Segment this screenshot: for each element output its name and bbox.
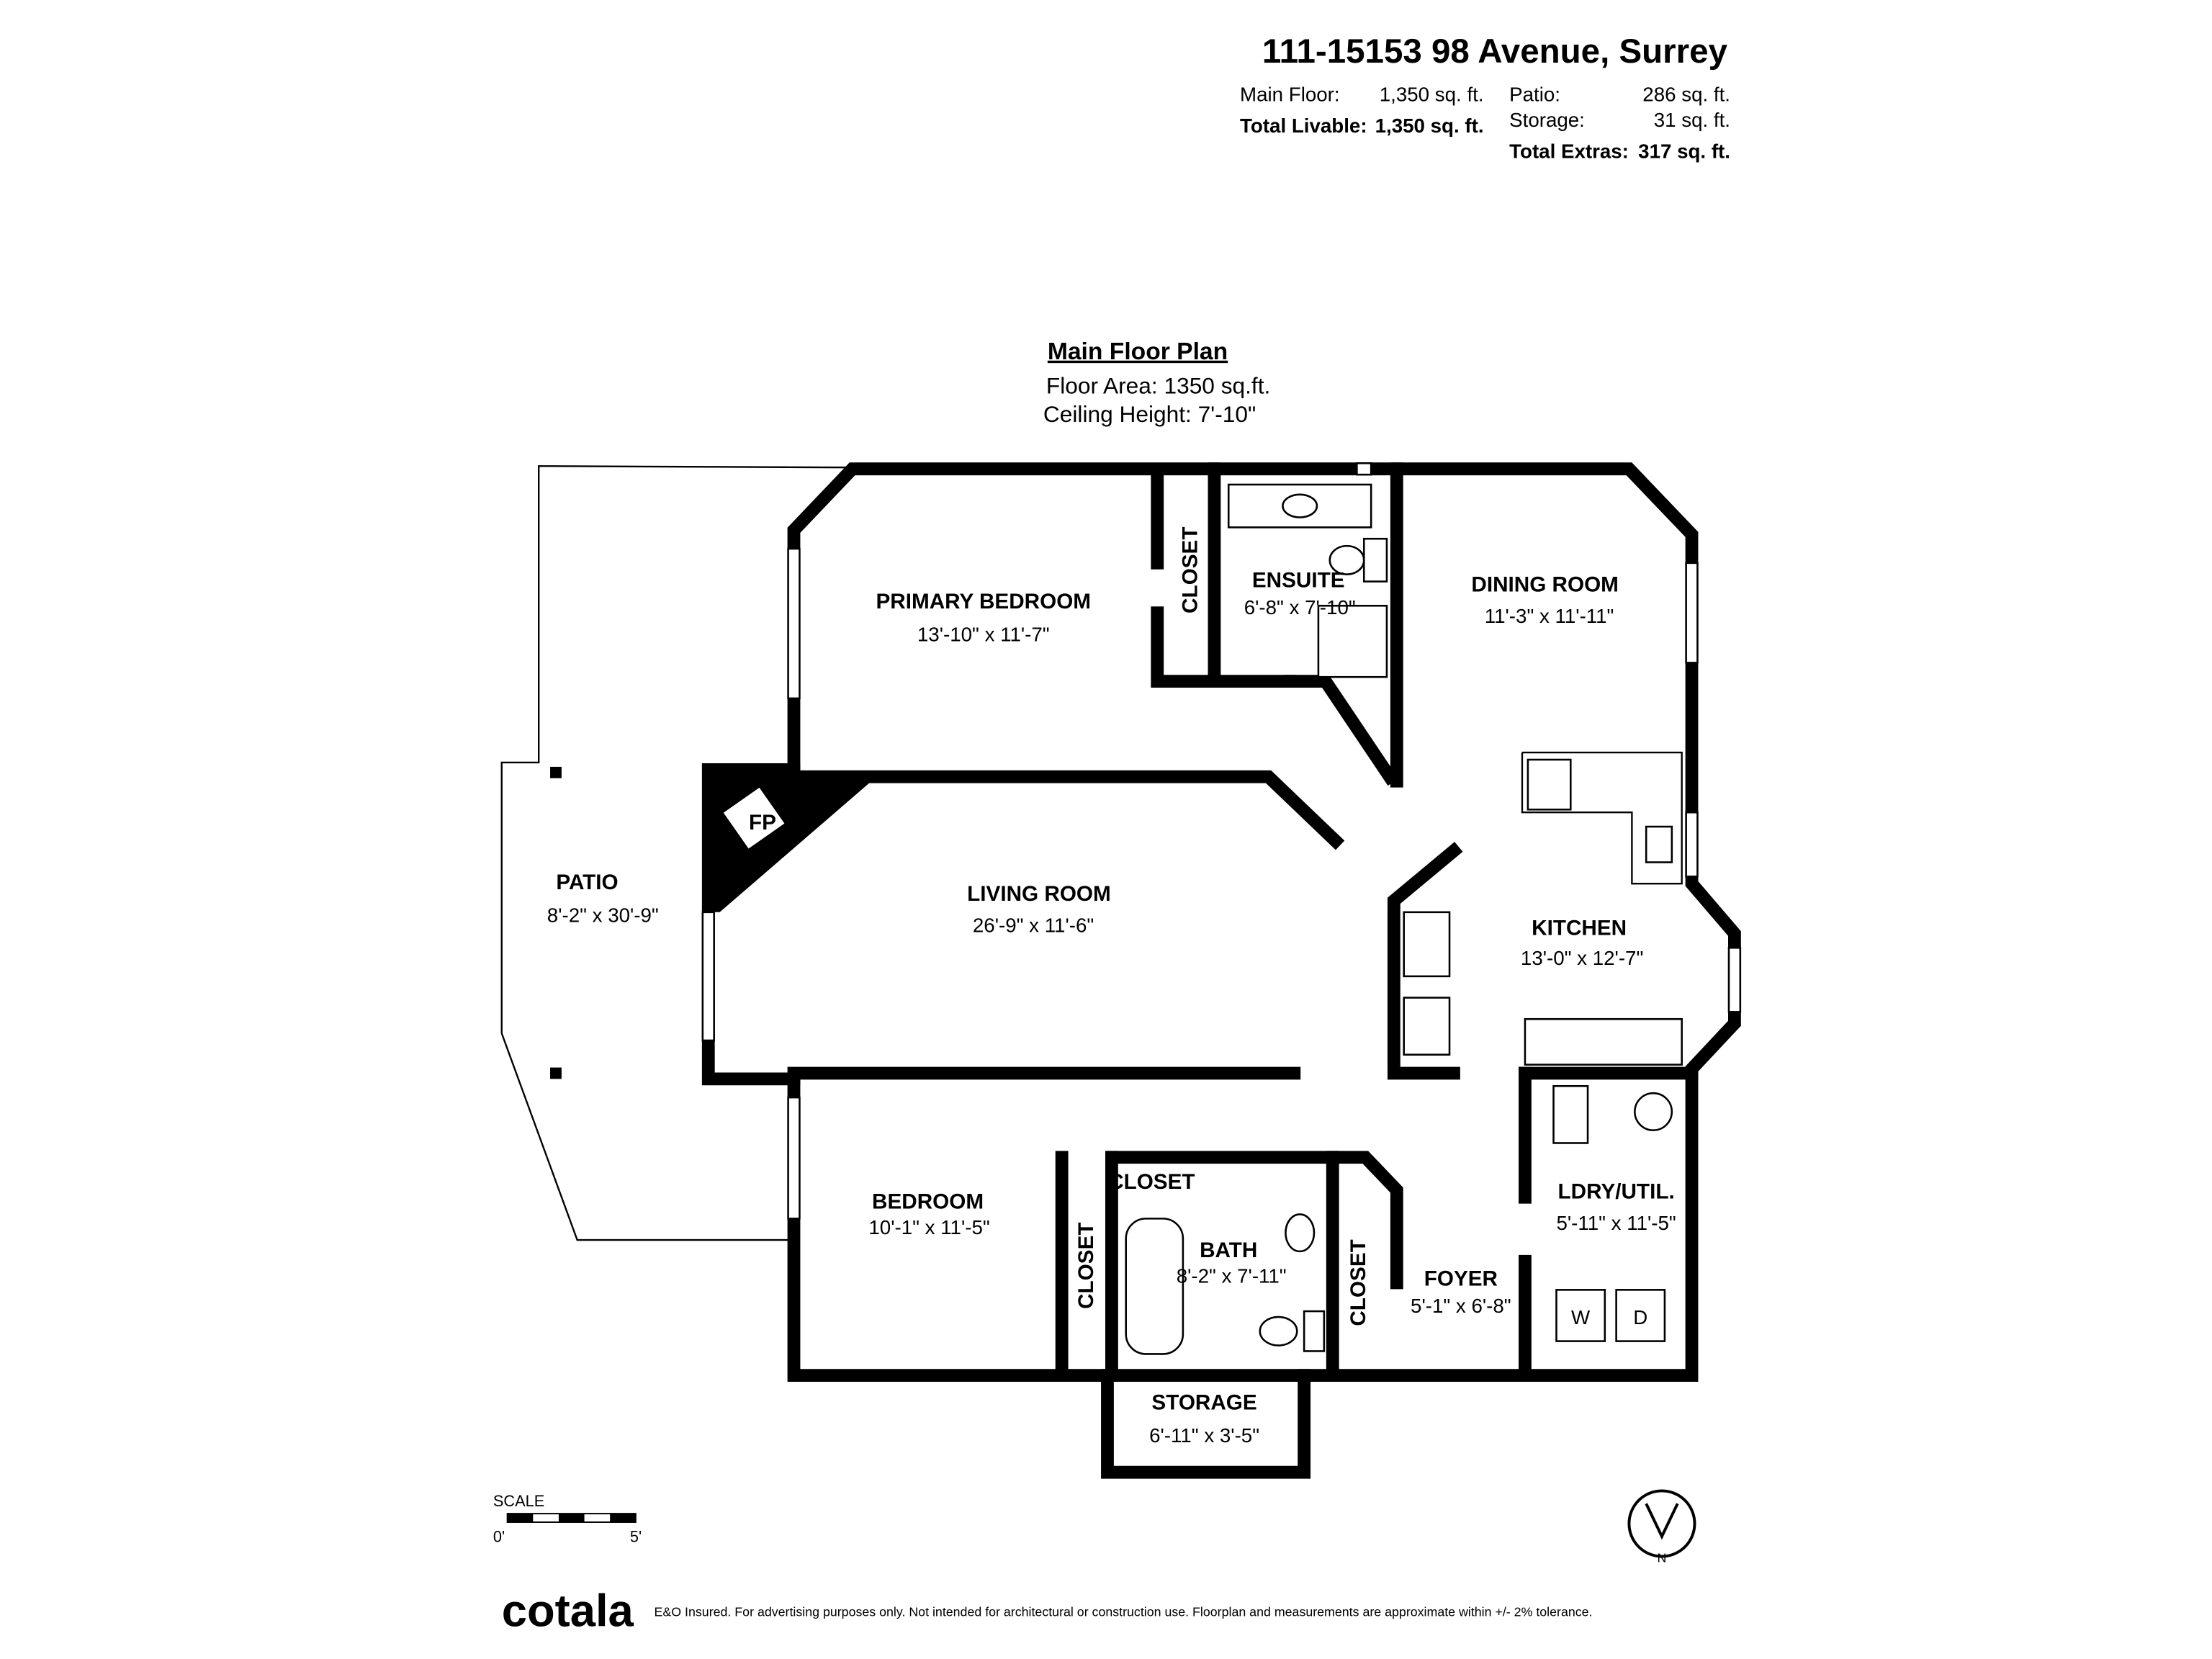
- bedroom-name: BEDROOM: [872, 1190, 984, 1214]
- scale-start: 0': [493, 1528, 505, 1546]
- main-floor-value: 1,350 sq. ft.: [1380, 84, 1484, 106]
- primary-bedroom-name: PRIMARY BEDROOM: [876, 590, 1091, 613]
- dining-room-dims: 11'-3" x 11'-11": [1485, 605, 1614, 627]
- patio-name: PATIO: [556, 871, 618, 894]
- patio-post: [550, 1067, 562, 1079]
- floor-area: Floor Area: 1350 sq.ft.: [1046, 372, 1270, 398]
- dining-room-name: DINING ROOM: [1471, 572, 1619, 596]
- patio-outline: [500, 465, 853, 1241]
- bedroom-dims: 10'-1" x 11'-5": [868, 1216, 989, 1238]
- disclaimer: E&O Insured. For advertising purposes on…: [655, 1605, 1593, 1619]
- washer-label: W: [1571, 1306, 1591, 1328]
- storage-area-value: 31 sq. ft.: [1654, 109, 1730, 131]
- closet-label: CLOSET: [1179, 527, 1202, 613]
- total-livable-value: 1,350 sq. ft.: [1375, 114, 1484, 137]
- bath-dims: 8'-2" x 7'-11": [1177, 1264, 1287, 1287]
- walls: [701, 462, 1741, 1479]
- ensuite-name: ENSUITE: [1252, 569, 1345, 593]
- address-title: 111-15153 98 Avenue, Surrey: [1262, 32, 1728, 71]
- bath-name: BATH: [1200, 1238, 1257, 1262]
- foyer-name: FOYER: [1424, 1267, 1498, 1290]
- primary-bedroom-dims: 13'-10" x 11'-7": [917, 624, 1050, 646]
- foyer-dims: 5'-1" x 6'-8": [1411, 1295, 1511, 1317]
- ldry-name: LDRY/UTIL.: [1558, 1180, 1675, 1204]
- main-floor-label: Main Floor:: [1240, 84, 1340, 106]
- living-room-name: LIVING ROOM: [967, 882, 1111, 906]
- ceiling-height: Ceiling Height: 7'-10": [1043, 401, 1256, 427]
- kitchen-dims: 13'-0" x 12'-7": [1521, 947, 1643, 969]
- brand-logo: cotala: [502, 1586, 634, 1636]
- storage-dims: 6'-11" x 3'-5": [1149, 1424, 1259, 1447]
- windows: [701, 462, 1742, 1220]
- patio-post: [550, 766, 562, 778]
- patio-dims: 8'-2" x 30'-9": [547, 904, 659, 927]
- scale-bar: [506, 1513, 637, 1523]
- north-label: N: [1658, 1550, 1667, 1565]
- total-extras-value: 317 sq. ft.: [1638, 140, 1730, 163]
- storage-name: STORAGE: [1151, 1391, 1256, 1415]
- room-labels: PATIO 8'-2" x 30'-9" PRIMARY BEDROOM 13'…: [547, 527, 1676, 1447]
- ldry-dims: 5'-11" x 11'-5": [1556, 1212, 1676, 1234]
- fireplace-label: FP: [749, 811, 776, 835]
- scale-end: 5': [630, 1528, 642, 1546]
- scale-label: SCALE: [493, 1492, 544, 1510]
- dryer-label: D: [1633, 1306, 1647, 1328]
- ensuite-dims: 6'-8" x 7'-10": [1244, 596, 1356, 619]
- fixtures: FP W D: [721, 483, 1683, 1355]
- closet-label: CLOSET: [1346, 1239, 1370, 1326]
- total-extras-label: Total Extras:: [1509, 140, 1629, 163]
- north-arrow-icon: [1627, 1489, 1696, 1558]
- storage-area-label: Storage:: [1509, 109, 1585, 131]
- closet-label: CLOSET: [1108, 1170, 1195, 1194]
- total-livable-label: Total Livable:: [1240, 114, 1367, 137]
- patio-area-label: Patio:: [1509, 84, 1560, 106]
- patio-area-value: 286 sq. ft.: [1642, 84, 1730, 106]
- kitchen-name: KITCHEN: [1532, 916, 1627, 940]
- plan-title: Main Floor Plan: [1048, 338, 1228, 365]
- living-room-dims: 26'-9" x 11'-6": [973, 914, 1094, 937]
- closet-label: CLOSET: [1074, 1222, 1098, 1308]
